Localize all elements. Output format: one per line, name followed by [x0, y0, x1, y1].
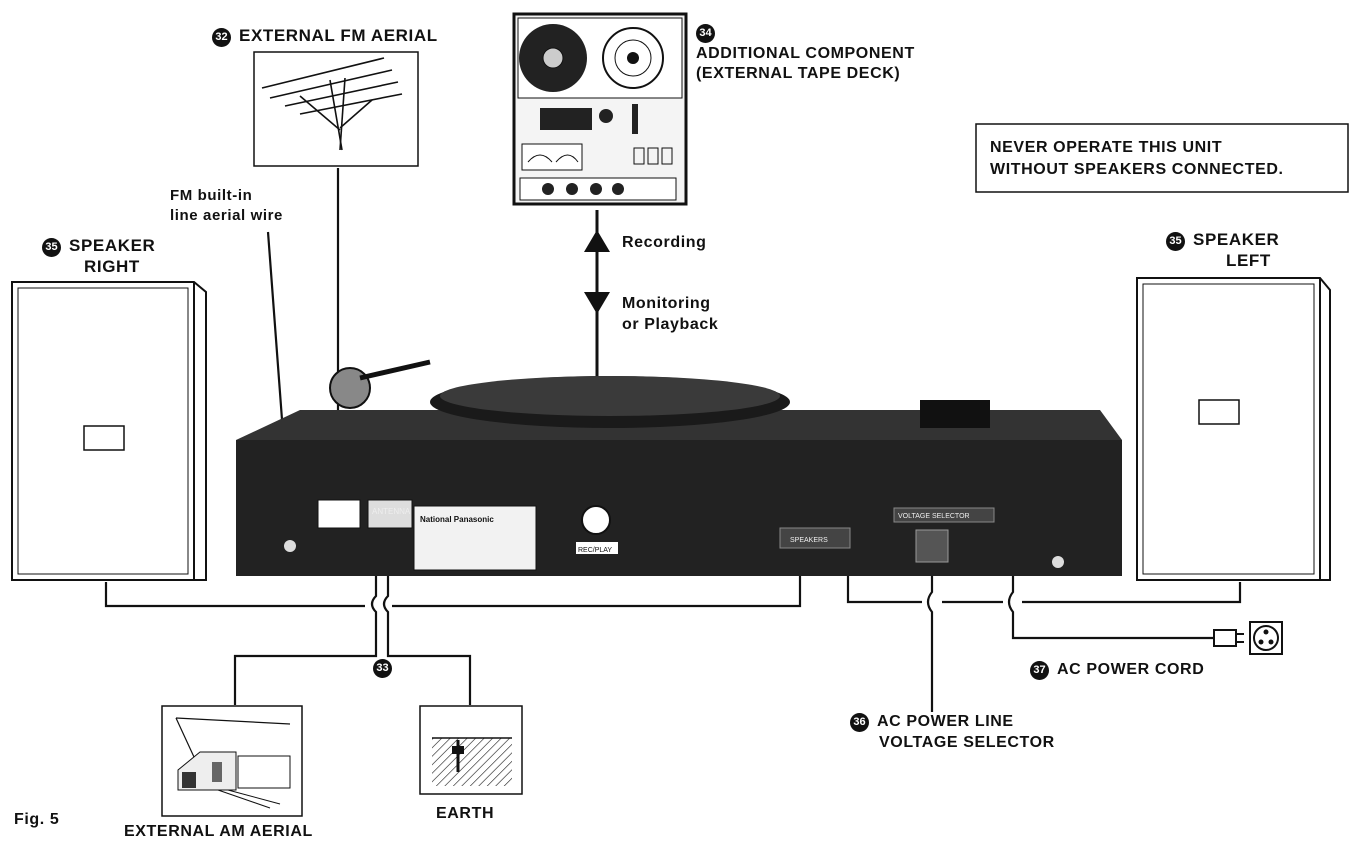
ac-cord-label: 37 AC POWER CORD	[1030, 660, 1204, 680]
monitoring-line2: or Playback	[622, 316, 719, 333]
speaker-right-picture	[11, 281, 207, 581]
am-aerial-picture	[161, 705, 303, 817]
ac-cord-text: AC POWER CORD	[1057, 661, 1205, 678]
fm-builtin-line1: FM built-in	[170, 187, 253, 204]
callout-number: 32	[212, 28, 231, 47]
playback-arrow-down	[584, 292, 610, 314]
speaker-left-picture	[1136, 277, 1331, 581]
voltage-selector-pointer	[926, 548, 934, 712]
speaker-left-line2: LEFT	[1226, 251, 1271, 270]
speaker-right-label: 35 SPEAKER	[42, 236, 155, 257]
figure-caption: Fig. 5	[14, 811, 60, 828]
callout-number: 36	[850, 713, 869, 732]
panel-brand-text: National Panasonic	[420, 515, 494, 524]
callout-number: 34	[696, 24, 715, 43]
speaker-right-line2: RIGHT	[84, 257, 140, 276]
panel-voltage-selector-text: VOLTAGE SELECTOR	[898, 513, 970, 520]
speaker-left-line1: SPEAKER	[1193, 230, 1280, 249]
tape-deck-line1: ADDITIONAL COMPONENT	[696, 45, 915, 62]
warning-line1: NEVER OPERATE THIS UNIT	[990, 139, 1223, 156]
voltage-line1: AC POWER LINE	[877, 713, 1014, 730]
warning-box	[975, 123, 1349, 193]
callout-number: 37	[1030, 661, 1049, 680]
tape-deck-picture	[512, 12, 688, 206]
recording-label: Recording	[622, 234, 707, 251]
fm-builtin-line2: line aerial wire	[170, 207, 283, 224]
fm-aerial-text: EXTERNAL FM AERIAL	[239, 26, 438, 45]
panel-speakers-text: SPEAKERS	[790, 537, 828, 544]
stereo-unit-picture	[236, 359, 1122, 576]
monitoring-line1: Monitoring	[622, 295, 711, 312]
speaker-right-line1: SPEAKER	[69, 236, 156, 255]
panel-antenna-text: ANTENNA	[372, 507, 411, 516]
earth-label: EARTH	[436, 805, 495, 822]
speaker-left-label: 35 SPEAKER	[1166, 230, 1279, 251]
callout-number: 33	[373, 659, 392, 678]
am-earth-callout: 33	[373, 657, 400, 678]
callout-number: 35	[1166, 232, 1185, 251]
fm-aerial-picture	[253, 51, 419, 167]
earth-picture	[419, 705, 523, 795]
earth-cable	[382, 555, 472, 705]
am-aerial-label: EXTERNAL AM AERIAL	[124, 823, 313, 840]
ac-power-cord	[1007, 562, 1214, 640]
voltage-selector-label: 36 AC POWER LINE	[850, 712, 1014, 732]
panel-rec-play-text: REC/PLAY	[578, 547, 612, 554]
warning-line2: WITHOUT SPEAKERS CONNECTED.	[990, 161, 1284, 178]
fm-aerial-label: 32 EXTERNAL FM AERIAL	[212, 26, 438, 47]
recording-arrow-up	[584, 230, 610, 252]
callout-number: 35	[42, 238, 61, 257]
voltage-line2: VOLTAGE SELECTOR	[879, 734, 1055, 751]
tape-deck-line2: (EXTERNAL TAPE DECK)	[696, 65, 901, 82]
tape-deck-label: 34	[696, 22, 723, 43]
ac-outlet-picture	[1213, 621, 1283, 655]
am-aerial-cable	[233, 555, 378, 705]
